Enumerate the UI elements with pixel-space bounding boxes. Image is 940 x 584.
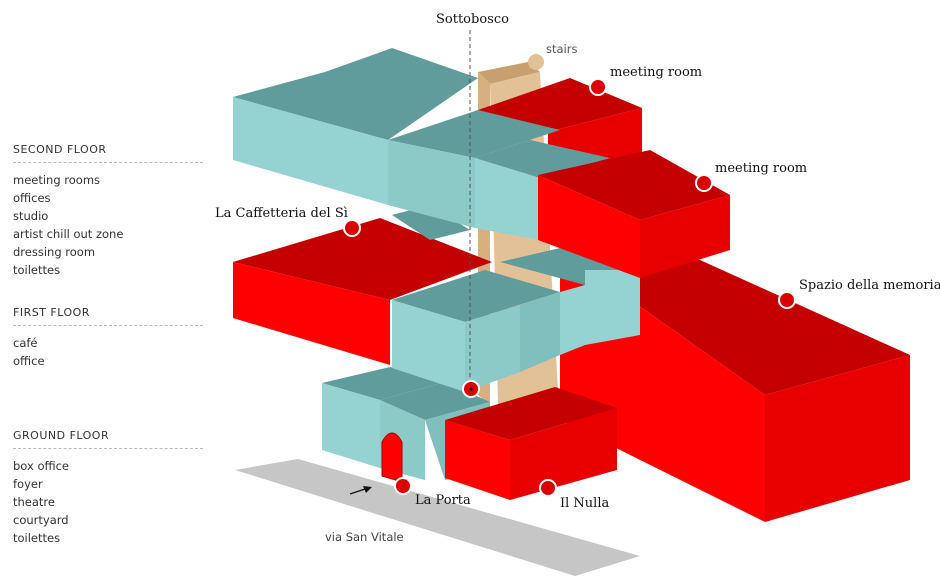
legend-item: artist chill out zone <box>13 227 124 241</box>
legend-heading: FIRST FLOOR <box>13 306 203 326</box>
il-nulla-block <box>445 387 617 500</box>
legend-heading: GROUND FLOOR <box>13 429 203 449</box>
marker-spazio <box>778 291 796 309</box>
legend-item: box office <box>13 459 69 473</box>
label-meeting-room-2: meeting room <box>715 161 808 176</box>
marker-meeting-room-2 <box>695 174 713 192</box>
legend-item: theatre <box>13 495 55 509</box>
legend-item: foyer <box>13 477 43 491</box>
label-il-nulla: Il Nulla <box>560 496 610 511</box>
label-spazio: Spazio della memoria <box>799 278 940 293</box>
label-stairs: stairs <box>546 42 578 56</box>
legend-ground-floor: GROUND FLOOR box office foyer theatre co… <box>13 429 203 547</box>
legend-item: meeting rooms <box>13 173 101 187</box>
meeting-room-2-block <box>538 150 730 278</box>
legend-item: café <box>13 336 38 350</box>
stairs-marker <box>528 54 544 70</box>
caffetteria-block <box>233 218 492 365</box>
legend-second-floor: SECOND FLOOR meeting rooms offices studi… <box>13 143 203 279</box>
legend-item: toilettes <box>13 531 61 545</box>
room-markers <box>343 78 796 497</box>
label-meeting-room-1: meeting room <box>610 65 703 80</box>
label-la-porta: La Porta <box>415 493 471 508</box>
first-floor-block <box>392 205 640 392</box>
marker-caffetteria <box>343 219 361 237</box>
marker-la-porta <box>394 477 412 495</box>
legend-item: toilettes <box>13 263 61 277</box>
entrance-arrow-icon <box>349 486 372 495</box>
la-porta-door <box>381 432 403 483</box>
marker-il-nulla <box>539 479 557 497</box>
legend-item: office <box>13 354 45 368</box>
legend-first-floor: FIRST FLOOR café office <box>13 306 203 370</box>
marker-meeting-room-1 <box>589 78 607 96</box>
legend-item: studio <box>13 209 49 223</box>
legend-heading: SECOND FLOOR <box>13 143 203 163</box>
street <box>235 459 640 576</box>
legend-item: courtyard <box>13 513 69 527</box>
legend-item: offices <box>13 191 51 205</box>
label-caffetteria: La Caffetteria del Sì <box>215 206 348 221</box>
label-street: via San Vitale <box>325 530 404 544</box>
second-floor-block <box>233 48 610 240</box>
legend-item: dressing room <box>13 245 96 259</box>
label-sottobosco: Sottobosco <box>436 12 509 27</box>
